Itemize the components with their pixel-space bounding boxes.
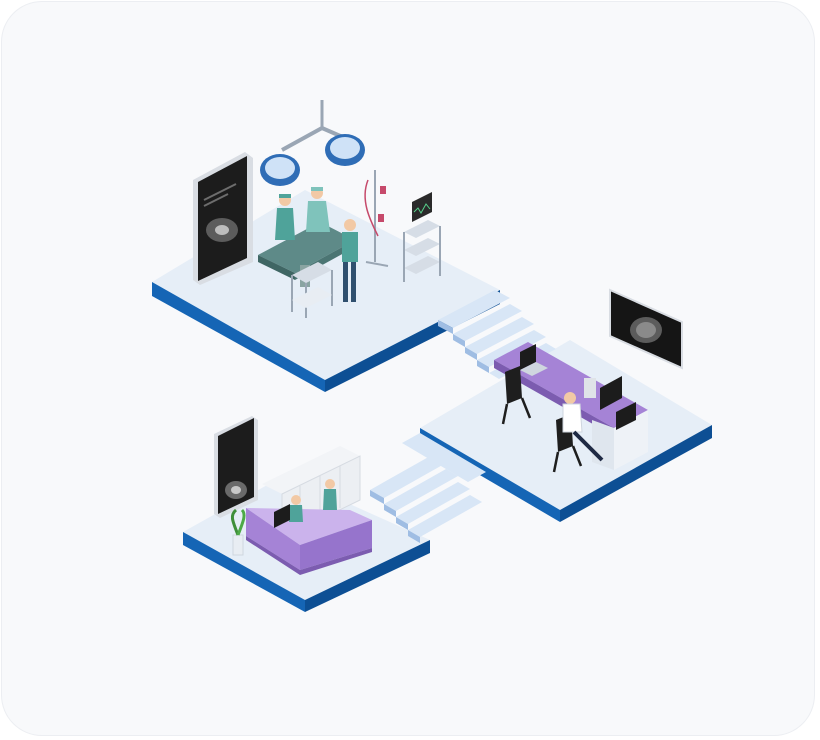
nurse-right — [342, 219, 358, 302]
receptionist — [289, 495, 303, 522]
laptop-icon — [520, 344, 548, 376]
reception-monitor — [274, 504, 290, 528]
office-chair — [501, 366, 532, 425]
radiologist — [562, 392, 604, 462]
monitor-cart-icon — [403, 192, 441, 282]
ct-scan-icon — [214, 416, 258, 518]
x-ray-screen-icon — [193, 152, 253, 285]
receptionist — [323, 479, 337, 510]
surgeon-left — [275, 194, 295, 240]
mri-brain-icon — [609, 288, 683, 370]
monitor-screen — [584, 376, 636, 430]
iv-stand-icon — [364, 170, 389, 267]
stairs-lower — [370, 433, 486, 543]
surgeon-middle — [306, 187, 330, 232]
instrument-cart — [291, 262, 333, 318]
surgical-lamp-icon — [260, 100, 365, 186]
plant-icon — [230, 508, 246, 556]
